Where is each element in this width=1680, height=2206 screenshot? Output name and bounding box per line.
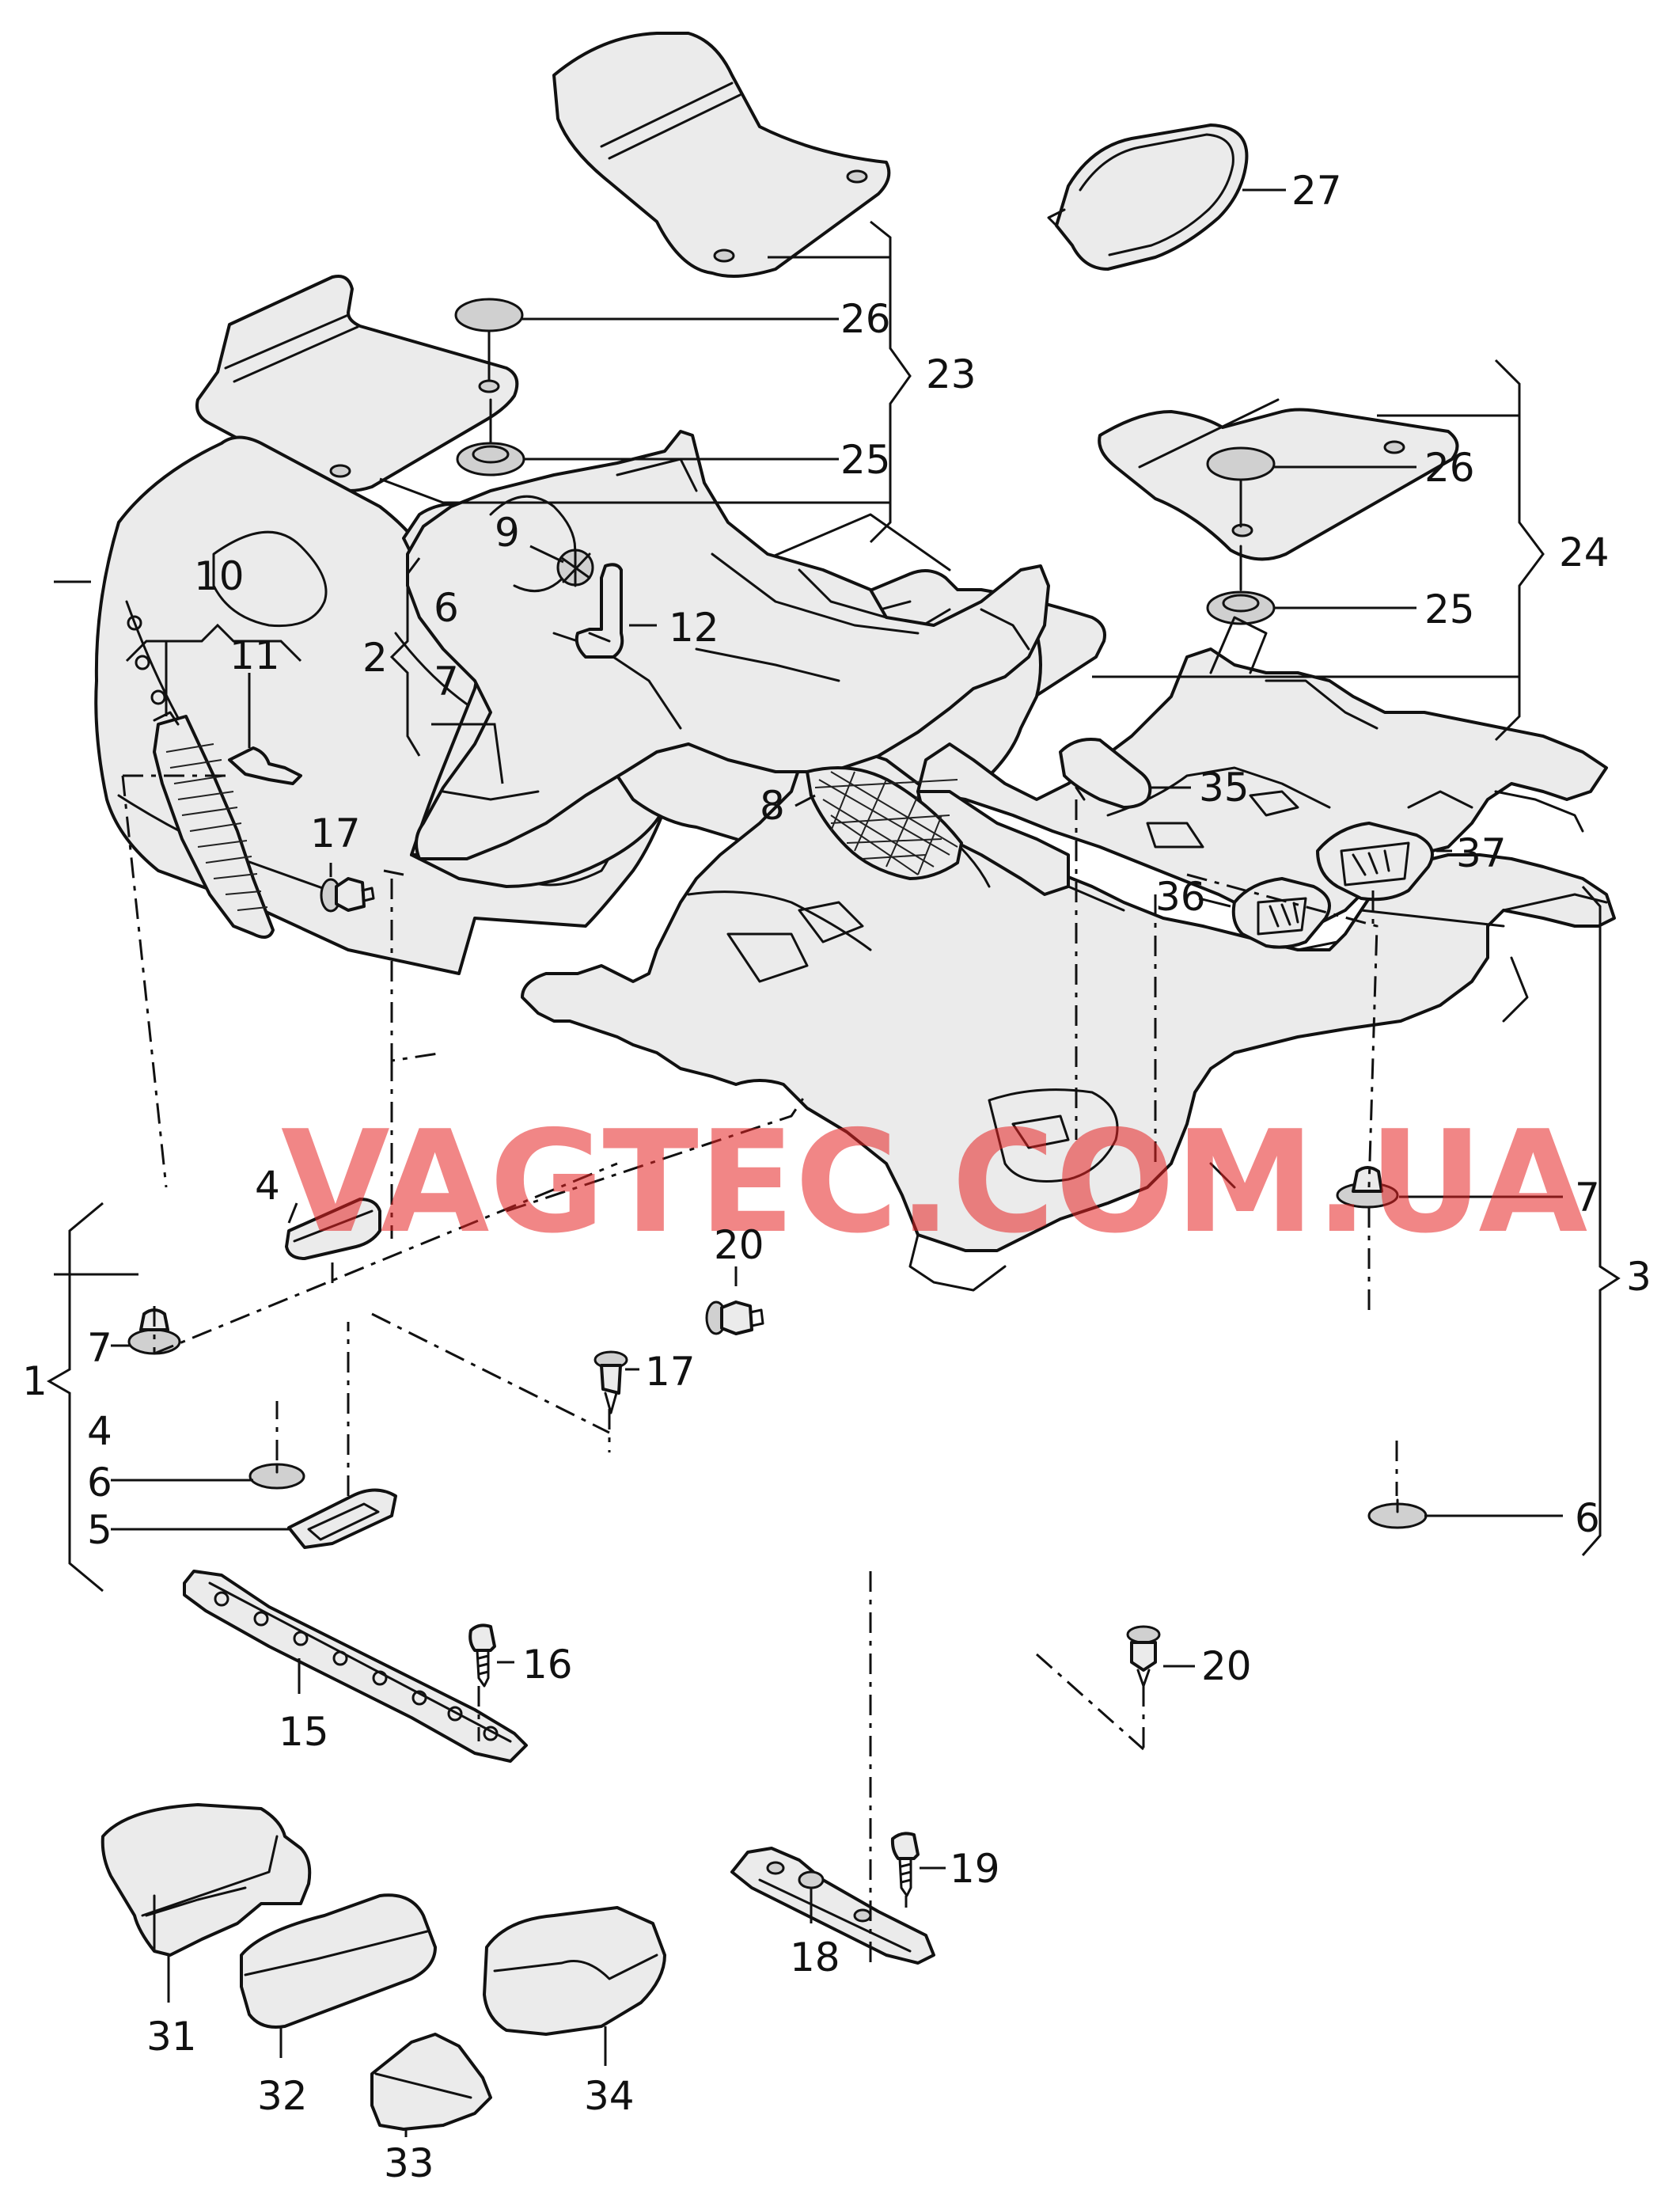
push-clip-20-bottom	[1126, 1625, 1161, 1688]
assembly-lines	[121, 774, 1398, 1963]
push-clip-17-bottom	[593, 1350, 628, 1414]
callout-23: 23	[926, 351, 977, 397]
small-mat-36	[1231, 877, 1331, 949]
storage-net-8	[806, 766, 963, 880]
clip-6-right	[1367, 1498, 1428, 1529]
callout-10: 10	[194, 553, 245, 599]
front-floor-mat-24	[1098, 398, 1459, 561]
cover-4	[285, 1198, 381, 1260]
watermark: VAGTEC.COM.UA	[281, 1100, 1587, 1264]
foam-block-31	[100, 1803, 312, 1957]
callout-2: 2	[362, 635, 388, 681]
callout-6-right: 6	[1575, 1495, 1600, 1541]
callout-25-left: 25	[840, 437, 891, 483]
front-floor-mat-left	[195, 275, 519, 492]
callout-3: 3	[1626, 1254, 1652, 1300]
callout-27: 27	[1291, 168, 1342, 214]
rail-15	[183, 1570, 528, 1763]
callout-6-bracket: 6	[434, 585, 459, 631]
callout-4-lower: 4	[87, 1408, 112, 1454]
screw-19	[890, 1832, 920, 1897]
callout-8: 8	[760, 783, 785, 829]
callout-18: 18	[790, 1935, 840, 1980]
callout-24: 24	[1559, 530, 1610, 575]
side-trim-10	[153, 711, 275, 939]
bracket-18	[730, 1847, 935, 1965]
mat-fastener-26-left	[454, 298, 524, 382]
callout-labels: 1 2 3 4 4 5 6 6 6 7 7 7 8 9 10 11 12 15 …	[22, 168, 1652, 2186]
storage-tray-27	[1047, 123, 1249, 271]
clip-11	[228, 746, 302, 785]
callout-25-right: 25	[1424, 587, 1475, 632]
mat-fastener-25-left	[456, 398, 525, 477]
callout-4-upper: 4	[255, 1163, 280, 1209]
callout-1: 1	[22, 1358, 47, 1404]
callout-12: 12	[669, 605, 719, 651]
callout-11: 11	[229, 632, 280, 678]
floor-covering-top	[406, 430, 1050, 860]
callout-34: 34	[584, 2073, 635, 2119]
callout-20-bottom: 20	[1201, 1643, 1252, 1689]
callout-31: 31	[146, 2014, 197, 2060]
bracket-12	[575, 563, 624, 659]
callout-33: 33	[384, 2140, 434, 2186]
callout-35: 35	[1199, 765, 1250, 811]
callout-9: 9	[495, 510, 520, 556]
foam-block-33	[370, 2033, 492, 2131]
frame-5	[287, 1488, 397, 1549]
cap-35	[1059, 738, 1152, 809]
callout-15: 15	[279, 1709, 329, 1755]
clip-7-right	[1336, 1166, 1399, 1209]
callout-26-right: 26	[1424, 445, 1475, 491]
mat-fastener-26-right	[1206, 446, 1276, 528]
front-floor-mat-right	[552, 32, 891, 278]
foam-block-34	[483, 1906, 666, 2036]
callout-20-top: 20	[714, 1222, 764, 1268]
star-clip-9	[556, 549, 594, 587]
leader-lines	[46, 188, 1621, 2137]
callout-7-left: 7	[87, 1325, 112, 1371]
small-mat-37	[1316, 822, 1434, 902]
push-clip-20-top	[705, 1300, 764, 1335]
clip-6-left	[248, 1463, 305, 1490]
callout-37: 37	[1456, 830, 1507, 876]
screw-16	[468, 1623, 496, 1688]
push-clip-17-top	[320, 877, 375, 913]
foam-block-32	[240, 1893, 437, 2029]
callout-7-bracket: 7	[434, 659, 459, 704]
callout-26-left: 26	[840, 296, 891, 342]
callout-32: 32	[257, 2073, 308, 2119]
callout-7-right: 7	[1575, 1175, 1600, 1221]
callout-17-bottom: 17	[645, 1349, 696, 1395]
callout-17-top: 17	[310, 811, 361, 856]
mat-fastener-25-right	[1206, 545, 1276, 625]
callout-5: 5	[87, 1507, 112, 1553]
callout-6-left: 6	[87, 1460, 112, 1505]
callout-16: 16	[522, 1642, 573, 1688]
callout-36: 36	[1155, 874, 1206, 920]
callout-19: 19	[950, 1846, 1000, 1892]
